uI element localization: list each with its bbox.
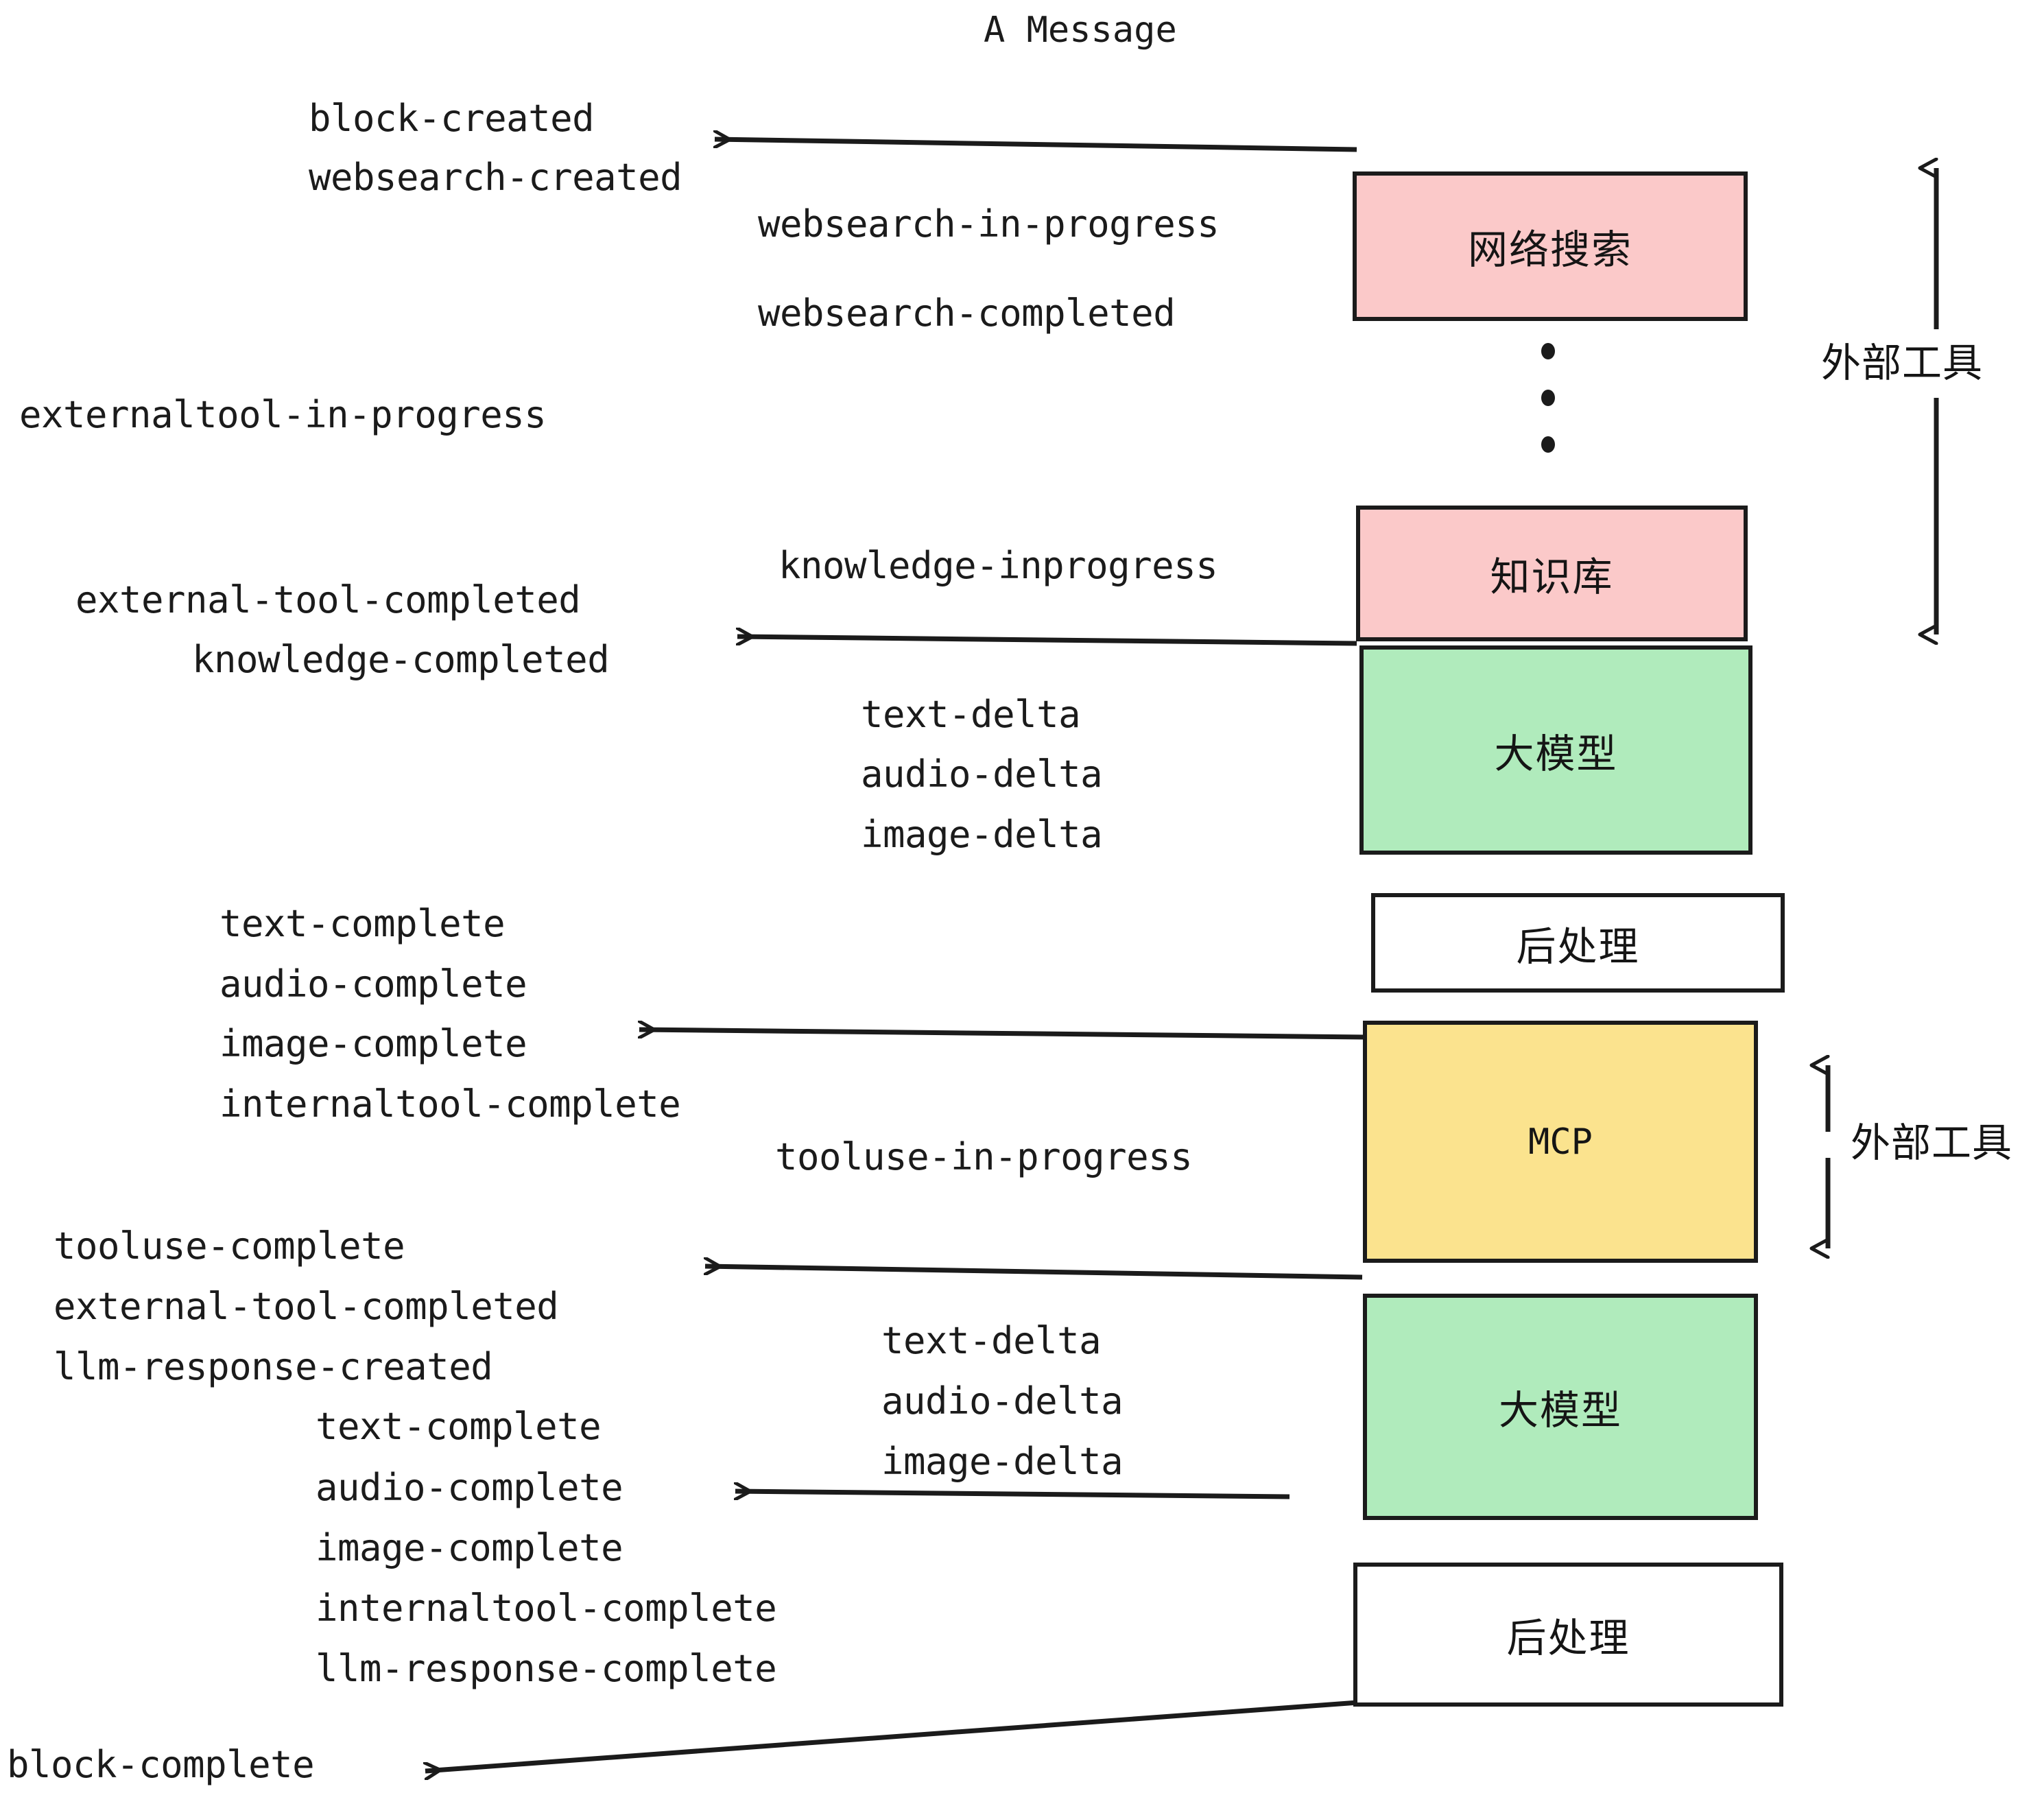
vertical-ellipsis (1541, 343, 1555, 453)
node-postprocess-2-label: 后处理 (1506, 1615, 1630, 1661)
diagram-title: A Message (984, 10, 1177, 51)
event-audio-complete-1: audio-complete (219, 962, 527, 1006)
arrow-websearch-to-block-created (715, 139, 1357, 152)
node-llm-1-label: 大模型 (1494, 730, 1618, 777)
node-llm-2[interactable]: 大模型 (1363, 1294, 1758, 1520)
event-audio-complete-2: audio-complete (316, 1466, 623, 1509)
event-websearch-created: websearch-created (309, 156, 682, 199)
event-audio-delta-2: audio-delta (881, 1379, 1124, 1423)
arrow-llm2-to-audio-complete (735, 1491, 1290, 1497)
event-tooluse-complete: tooluse-complete (54, 1224, 405, 1268)
side-label-external-tool-top: 外部工具 (1821, 340, 1984, 386)
event-text-complete-1: text-complete (219, 902, 506, 945)
event-image-complete-2: image-complete (316, 1526, 623, 1569)
ellipsis-dot (1541, 343, 1555, 359)
event-image-complete-1: image-complete (219, 1022, 527, 1065)
event-llm-response-complete: llm-response-complete (316, 1647, 777, 1690)
arrow-knowledge-to-completed (737, 637, 1357, 646)
node-llm-2-label: 大模型 (1498, 1387, 1622, 1434)
ellipsis-dot (1541, 390, 1555, 406)
node-websearch-label: 网络搜索 (1467, 226, 1632, 273)
event-text-complete-2: text-complete (316, 1405, 602, 1448)
node-mcp-label: MCP (1528, 1121, 1593, 1163)
side-label-external-tool-bottom: 外部工具 (1851, 1119, 2013, 1166)
node-mcp[interactable]: MCP (1363, 1021, 1758, 1263)
node-knowledge-label: 知识库 (1490, 554, 1614, 600)
node-postprocess-2[interactable]: 后处理 (1353, 1563, 1783, 1707)
arrow-post1-to-image-complete (639, 1030, 1366, 1040)
event-websearch-in-progress: websearch-in-progress (758, 202, 1220, 246)
event-image-delta-1: image-delta (861, 813, 1103, 856)
node-knowledge[interactable]: 知识库 (1356, 506, 1748, 641)
event-block-complete: block-complete (7, 1743, 315, 1786)
event-text-delta-1: text-delta (861, 693, 1081, 736)
event-llm-response-created: llm-response-created (54, 1345, 493, 1388)
event-internaltool-complete-2: internaltool-complete (316, 1587, 777, 1630)
event-text-delta-2: text-delta (881, 1319, 1102, 1362)
event-external-tool-completed-2: external-tool-completed (54, 1285, 559, 1328)
event-block-created: block-created (309, 97, 595, 140)
node-websearch[interactable]: 网络搜索 (1353, 171, 1748, 321)
event-knowledge-completed: knowledge-completed (192, 638, 610, 681)
event-external-tool-completed-1: external-tool-completed (75, 578, 581, 621)
node-postprocess-1[interactable]: 后处理 (1371, 893, 1785, 993)
event-image-delta-2: image-delta (881, 1440, 1124, 1483)
event-internaltool-complete-1: internaltool-complete (219, 1082, 681, 1126)
event-audio-delta-1: audio-delta (861, 752, 1103, 796)
ellipsis-dot (1541, 436, 1555, 453)
event-tooluse-in-progress: tooluse-in-progress (775, 1135, 1193, 1178)
event-websearch-completed: websearch-completed (758, 292, 1176, 335)
node-llm-1[interactable]: 大模型 (1359, 645, 1752, 855)
arrow-post2-to-block-complete (425, 1700, 1359, 1771)
arrow-mcp-to-tooluse-complete (705, 1266, 1363, 1280)
node-postprocess-1-label: 后处理 (1516, 923, 1640, 970)
event-externaltool-in-progress: externaltool-in-progress (19, 393, 547, 436)
event-knowledge-inprogress: knowledge-inprogress (779, 544, 1218, 587)
